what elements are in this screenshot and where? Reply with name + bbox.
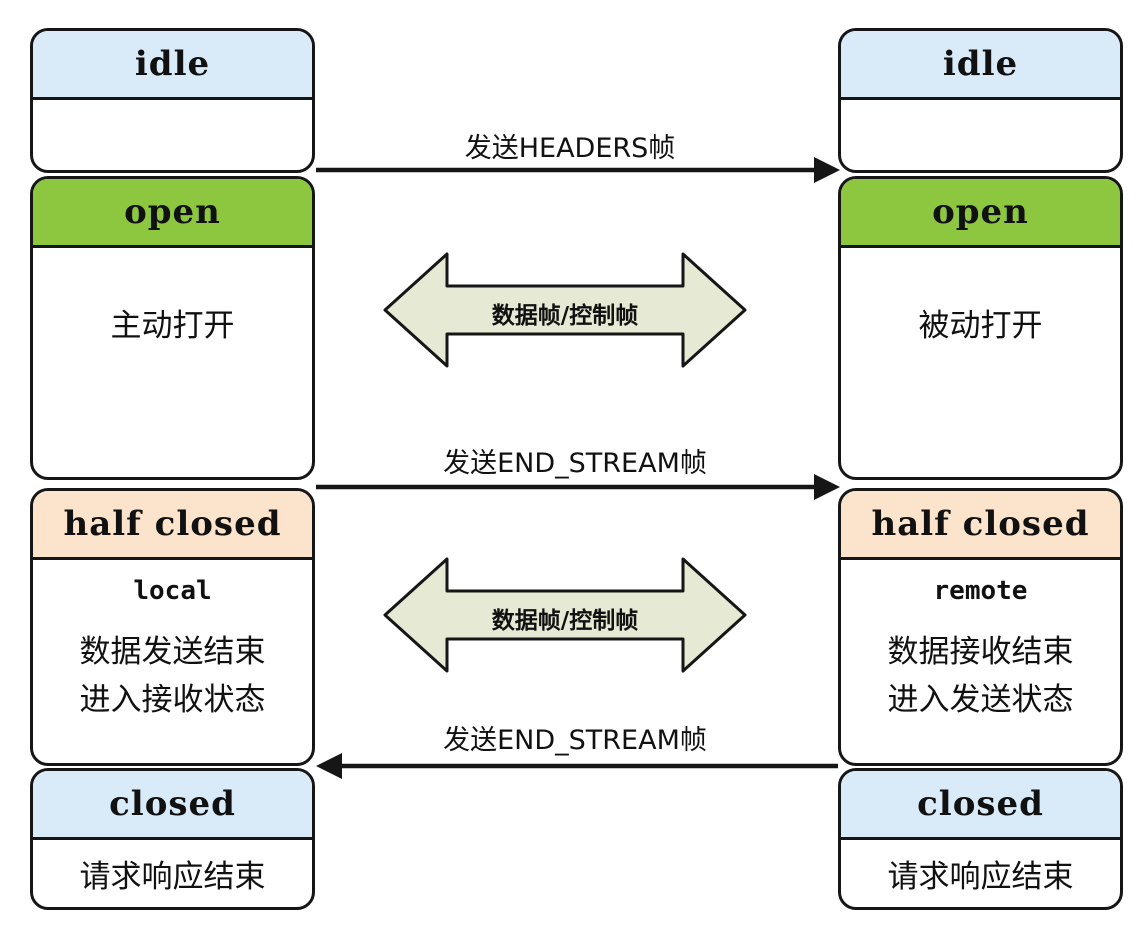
state-body-closed-right: 请求响应结束	[887, 859, 1074, 895]
half-closed-line2-left: 进入接收状态	[79, 682, 266, 718]
state-title-half-closed-left: half closed	[33, 491, 312, 560]
state-box-open-right: open 被动打开	[838, 176, 1123, 480]
half-closed-line2-right: 进入发送状态	[887, 682, 1074, 718]
state-title-closed-right: closed	[841, 771, 1120, 840]
state-title-open-left: open	[33, 179, 312, 248]
half-closed-subtitle-left: local	[133, 576, 212, 606]
state-title-half-closed-right: half closed	[841, 491, 1120, 560]
state-box-idle-left: idle	[30, 28, 315, 173]
state-title-closed-left: closed	[33, 771, 312, 840]
state-body-closed-left: 请求响应结束	[79, 859, 266, 895]
state-body-open-left: 主动打开	[110, 308, 235, 344]
state-body-idle-right	[841, 100, 1120, 170]
state-title-open-right: open	[841, 179, 1120, 248]
label-send-end-stream-top: 发送END_STREAM帧	[443, 448, 707, 479]
state-box-half-closed-left: half closed local 数据发送结束 进入接收状态	[30, 488, 315, 766]
label-send-end-stream-bottom: 发送END_STREAM帧	[443, 725, 707, 756]
half-closed-line1-left: 数据发送结束	[79, 634, 266, 670]
half-closed-line1-right: 数据接收结束	[887, 634, 1074, 670]
state-body-half-closed-right: remote 数据接收结束 进入发送状态	[841, 560, 1120, 763]
state-box-half-closed-right: half closed remote 数据接收结束 进入发送状态	[838, 488, 1123, 766]
half-closed-subtitle-right: remote	[933, 576, 1028, 606]
label-send-headers: 发送HEADERS帧	[464, 133, 676, 164]
label-data-frames-top: 数据帧/控制帧	[491, 303, 639, 329]
state-title-idle-left: idle	[33, 31, 312, 100]
label-data-frames-bottom: 数据帧/控制帧	[491, 608, 639, 634]
state-body-open-right: 被动打开	[918, 308, 1043, 344]
state-body-half-closed-left: local 数据发送结束 进入接收状态	[33, 560, 312, 763]
state-box-closed-left: closed 请求响应结束	[30, 768, 315, 910]
state-box-open-left: open 主动打开	[30, 176, 315, 480]
state-title-idle-right: idle	[841, 31, 1120, 100]
state-box-closed-right: closed 请求响应结束	[838, 768, 1123, 910]
state-box-idle-right: idle	[838, 28, 1123, 173]
state-body-idle-left	[33, 100, 312, 170]
